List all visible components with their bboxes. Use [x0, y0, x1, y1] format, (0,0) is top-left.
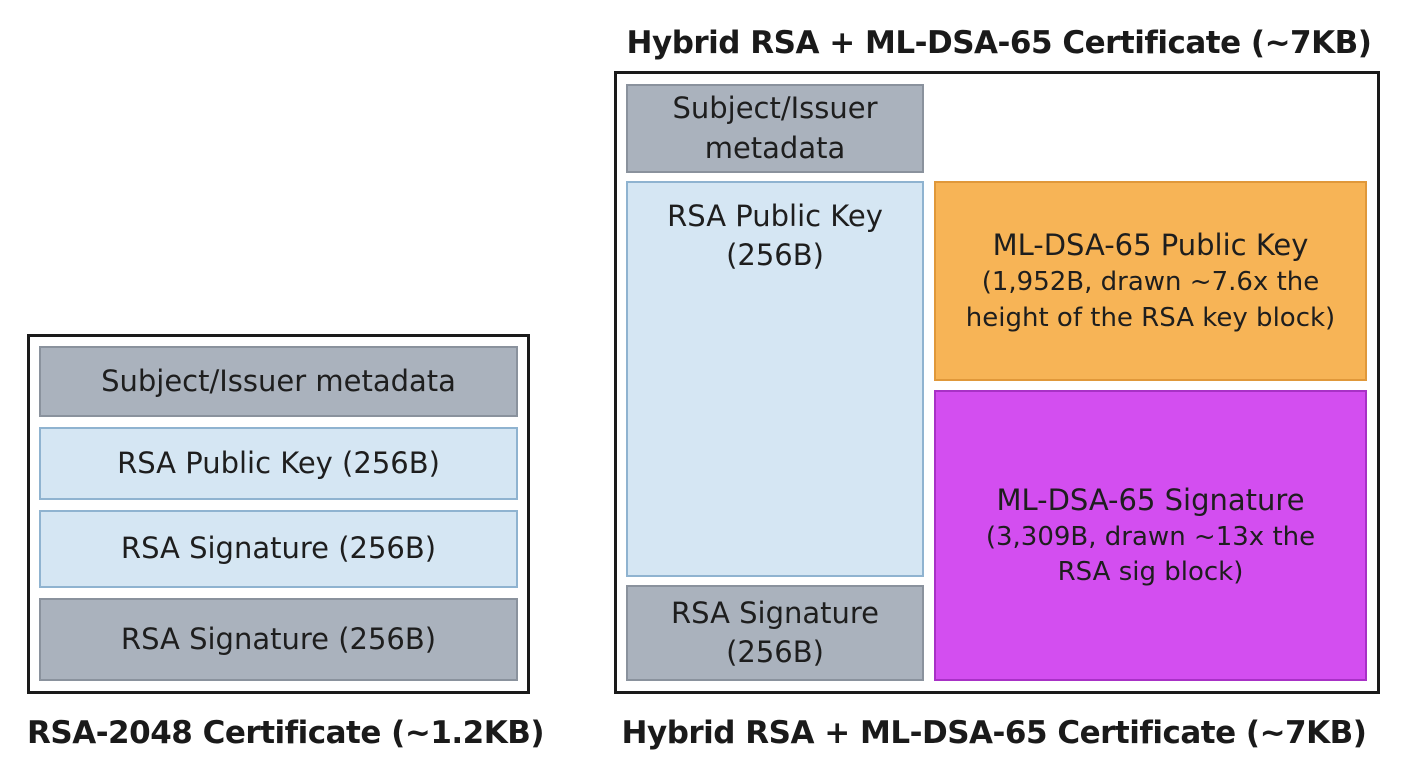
- hybrid-cert-rsa-signature-block: RSA Signature (256B): [626, 585, 924, 681]
- rsa-cert-signature-label-2: RSA Signature (256B): [120, 621, 437, 656]
- hybrid-cert-metadata-block: Subject/Issuer metadata: [626, 84, 924, 173]
- rsa-cert-public-key-label: RSA Public Key (256B): [117, 445, 440, 480]
- mldsa-public-key-detail: (1,952B, drawn ~7.6x the height of the R…: [965, 267, 1336, 333]
- rsa-cert-metadata-block: Subject/Issuer metadata: [39, 346, 518, 417]
- rsa-cert-signature-block-1: RSA Signature (256B): [39, 510, 518, 588]
- hybrid-cert-mldsa-public-key-block: ML-DSA-65 Public Key (1,952B, drawn ~7.6…: [934, 181, 1367, 381]
- hybrid-certificate-caption-top: Hybrid RSA + ML-DSA-65 Certificate (~7KB…: [626, 25, 1372, 61]
- rsa-cert-signature-label-1: RSA Signature (256B): [120, 531, 437, 566]
- hybrid-cert-metadata-label: Subject/Issuer metadata: [672, 91, 878, 165]
- hybrid-cert-rsa-public-key-block: RSA Public Key (256B): [626, 181, 924, 577]
- mldsa-signature-title: ML-DSA-65 Signature: [996, 482, 1305, 517]
- rsa-certificate-caption: RSA-2048 Certificate (~1.2KB): [27, 715, 545, 751]
- mldsa-public-key-title: ML-DSA-65 Public Key: [992, 228, 1309, 263]
- rsa-cert-public-key-block: RSA Public Key (256B): [39, 427, 518, 500]
- mldsa-signature-detail: (3,309B, drawn ~13x the RSA sig block): [985, 521, 1316, 588]
- hybrid-cert-mldsa-signature-block: ML-DSA-65 Signature (3,309B, drawn ~13x …: [934, 390, 1367, 681]
- rsa-cert-metadata-label: Subject/Issuer metadata: [101, 363, 456, 398]
- hybrid-cert-rsa-signature-label: RSA Signature (256B): [670, 595, 880, 669]
- hybrid-cert-rsa-public-key-label: RSA Public Key (256B): [667, 199, 883, 273]
- hybrid-certificate-caption-bottom: Hybrid RSA + ML-DSA-65 Certificate (~7KB…: [621, 715, 1367, 751]
- rsa-cert-signature-block-2: RSA Signature (256B): [39, 598, 518, 681]
